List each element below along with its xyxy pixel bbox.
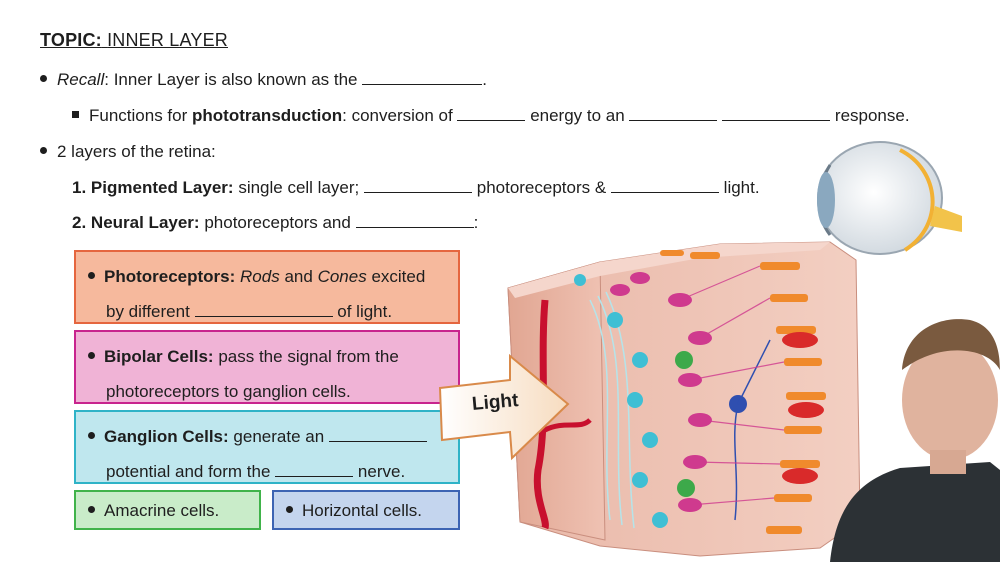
- bipolar-line1: Bipolar Cells: pass the signal from the: [88, 339, 446, 374]
- bipolar-text1: pass the signal from the: [218, 347, 399, 366]
- photoreceptors-line2: by different of light.: [88, 294, 446, 329]
- neural-text1: photoreceptors and: [204, 213, 351, 232]
- recall-label: Recall: [57, 70, 105, 89]
- ganglion-bold: Ganglion Cells:: [104, 427, 229, 446]
- blank-field: [194, 303, 333, 317]
- blank-field: [328, 428, 427, 442]
- pigmented-bold: Pigmented Layer:: [90, 178, 234, 197]
- cones-group: [782, 332, 824, 484]
- functions-mid: : conversion of: [342, 106, 453, 125]
- bipolar-cells-box: Bipolar Cells: pass the signal from the …: [74, 330, 460, 404]
- ganglion-group: [574, 274, 668, 528]
- blank-field: [722, 107, 831, 121]
- amacrine-cells-box: Amacrine cells.: [74, 490, 261, 530]
- photoreceptors-bold: Photoreceptors:: [104, 267, 236, 286]
- excited-text: excited: [371, 267, 426, 286]
- layers-intro: 2 layers of the retina:: [40, 142, 216, 162]
- square-bullet-icon: [72, 111, 79, 119]
- ganglion-line2b: nerve.: [357, 462, 406, 481]
- amacrine-text: Amacrine cells.: [104, 501, 220, 520]
- bullet-icon: [88, 506, 95, 514]
- page-title: TOPIC: INNER LAYER: [40, 30, 228, 51]
- neural-end: :: [473, 213, 479, 232]
- recall-end: .: [482, 70, 487, 89]
- ganglion-text1: generate an: [233, 427, 325, 446]
- amacrine-cell-icon: [675, 351, 693, 369]
- layers-intro-text: 2 layers of the retina:: [57, 142, 216, 161]
- blank-field: [629, 107, 718, 121]
- ganglion-line2: potential and form the nerve.: [88, 454, 446, 489]
- neural-layer-line: 2. Neural Layer: photoreceptors and :: [72, 213, 478, 233]
- eye-icon: [817, 141, 962, 255]
- topic-title: INNER LAYER: [107, 30, 228, 50]
- functions-mid2: energy to an: [530, 106, 625, 125]
- blank-field: [457, 107, 526, 121]
- functions-end: response.: [834, 106, 910, 125]
- bullet-icon: [40, 147, 47, 155]
- cones-text: Cones: [317, 267, 367, 286]
- bipolar-line2: photoreceptors to ganglion cells.: [106, 382, 351, 401]
- ganglion-cells-box: Ganglion Cells: generate an potential an…: [74, 410, 460, 484]
- blank-field: [275, 463, 354, 477]
- rods-text: Rods: [240, 267, 280, 286]
- horizontal-text: Horizontal cells.: [302, 501, 422, 520]
- pigmented-text1: single cell layer;: [238, 178, 360, 197]
- photoreceptors-box: Photoreceptors: Rods and Cones excited b…: [74, 250, 460, 324]
- photoreceptors-line1: Photoreceptors: Rods and Cones excited: [88, 259, 446, 294]
- blank-field: [362, 71, 483, 85]
- bullet-icon: [88, 352, 95, 360]
- light-arrow: [438, 353, 570, 461]
- pigmented-num: 1.: [72, 178, 87, 197]
- neural-num: 2.: [72, 213, 87, 232]
- functions-prefix: Functions for: [89, 106, 188, 125]
- bullet-icon: [88, 272, 95, 280]
- functions-bold: phototransduction: [192, 106, 343, 125]
- pigmented-text2: photoreceptors &: [476, 178, 607, 197]
- pigmented-layer-line: 1. Pigmented Layer: single cell layer; p…: [72, 178, 760, 198]
- bullet-icon: [88, 432, 95, 440]
- blank-field: [364, 179, 472, 193]
- functions-line: Functions for phototransduction: convers…: [72, 106, 910, 126]
- and-text: and: [284, 267, 313, 286]
- retina-block: [507, 241, 861, 557]
- rods-group: [660, 250, 826, 534]
- photoreceptors-line2b: of light.: [337, 302, 393, 321]
- ganglion-line2a: potential and form the: [106, 462, 271, 481]
- ganglion-line1: Ganglion Cells: generate an: [88, 419, 446, 454]
- blank-field: [355, 214, 474, 228]
- bullet-icon: [286, 506, 293, 514]
- pigmented-text3: light.: [723, 178, 760, 197]
- topic-label: TOPIC:: [40, 30, 102, 50]
- bullet-icon: [40, 75, 47, 83]
- neural-bold: Neural Layer:: [90, 213, 200, 232]
- recall-text: : Inner Layer is also known as the: [104, 70, 358, 89]
- horizontal-cells-box: Horizontal cells.: [272, 490, 460, 530]
- blank-field: [610, 179, 719, 193]
- recall-line: Recall: Inner Layer is also known as the…: [40, 70, 487, 90]
- presenter-video: [830, 319, 1000, 562]
- bipolar-bold: Bipolar Cells:: [104, 347, 214, 366]
- light-label: Light: [471, 390, 520, 415]
- amacrine-cell-icon: [677, 479, 695, 497]
- photoreceptors-line2a: by different: [106, 302, 190, 321]
